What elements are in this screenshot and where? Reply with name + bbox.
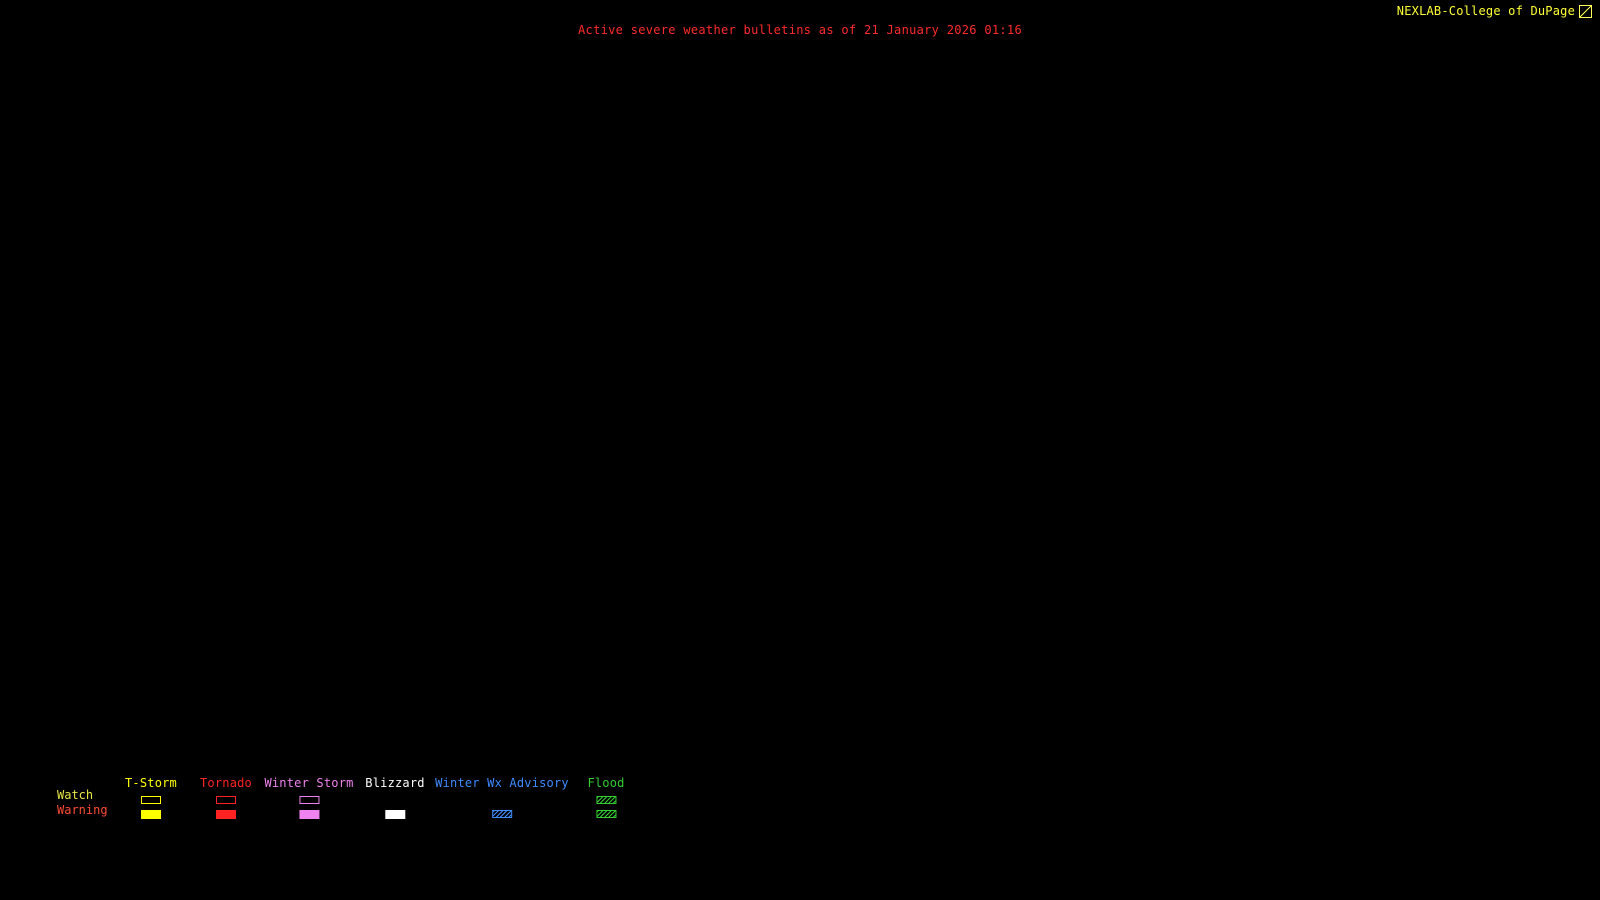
legend-column-winter-wx-advisory: Winter Wx Advisory [435,776,569,818]
brand-text: NEXLAB-College of DuPage [1396,4,1575,18]
legend-header-tstorm: T-Storm [125,776,177,790]
winter-storm-watch-swatch [298,796,319,804]
tornado-watch-swatch [215,796,236,804]
site-logo-icon [1579,4,1592,18]
flood-warning-swatch [596,810,616,818]
blizzard-warning-swatch [385,810,405,819]
flood-watch-swatch [596,796,616,804]
legend-header-winter-wx-advisory: Winter Wx Advisory [435,776,569,790]
legend-column-tstorm: T-Storm [125,776,177,819]
tstorm-warning-swatch [140,810,161,819]
legend-header-blizzard: Blizzard [365,776,425,790]
legend-header-tornado: Tornado [200,776,252,790]
legend-column-winter-storm: Winter Storm [264,776,353,819]
legend-column-tornado: Tornado [200,776,252,819]
legend-column-blizzard: Blizzard [365,776,425,819]
tstorm-watch-swatch [140,796,161,804]
legend-warning-row-label: Warning [57,803,108,817]
site-brand: NEXLAB-College of DuPage [1397,4,1592,18]
tornado-warning-swatch [215,810,236,819]
bulletin-title: Active severe weather bulletins as of 21… [578,23,1022,37]
legend-watch-row-label: Watch [57,788,94,802]
winter-wx-advisory-warning-swatch [492,810,512,818]
winter-storm-warning-swatch [298,810,319,819]
legend-header-winter-storm: Winter Storm [264,776,354,790]
legend-column-flood: Flood [587,776,624,818]
legend-header-flood: Flood [587,776,625,790]
